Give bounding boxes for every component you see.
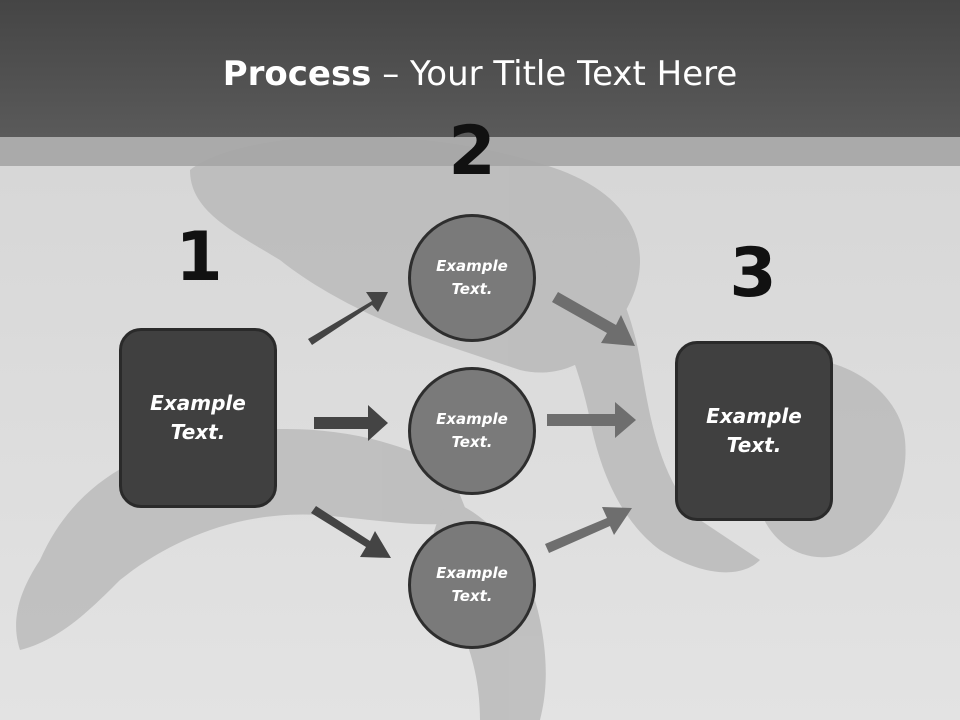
step-2-circle-bottom: Example Text. xyxy=(408,521,536,649)
step-1-box: Example Text. xyxy=(119,328,277,508)
step-3-box: Example Text. xyxy=(675,341,833,521)
title-bold: Process xyxy=(222,54,372,94)
step-number-3: 3 xyxy=(729,234,777,313)
step-2-circle-top: Example Text. xyxy=(408,214,536,342)
step-2-label-bottom: Example Text. xyxy=(436,564,508,605)
step-number-1: 1 xyxy=(175,218,223,297)
title-rest: – Your Title Text Here xyxy=(371,54,738,94)
arrow-1-to-middle xyxy=(314,405,388,441)
header-strip xyxy=(0,137,960,166)
header-bar xyxy=(0,0,960,137)
arrow-top-to-3 xyxy=(552,292,635,346)
arrow-1-to-top xyxy=(308,292,388,345)
slide-title: Process – Your Title Text Here xyxy=(0,52,960,96)
step-2-circle-middle: Example Text. xyxy=(408,367,536,495)
arrow-1-to-bottom xyxy=(311,506,391,558)
step-3-label: Example Text. xyxy=(706,404,802,457)
arrow-middle-to-3 xyxy=(547,402,636,438)
step-2-label-middle: Example Text. xyxy=(436,410,508,451)
step-2-label-top: Example Text. xyxy=(436,257,508,298)
arrow-bottom-to-3 xyxy=(545,507,632,553)
step-1-label: Example Text. xyxy=(150,391,246,444)
figure-arm xyxy=(540,220,760,573)
step-number-2: 2 xyxy=(448,112,496,191)
